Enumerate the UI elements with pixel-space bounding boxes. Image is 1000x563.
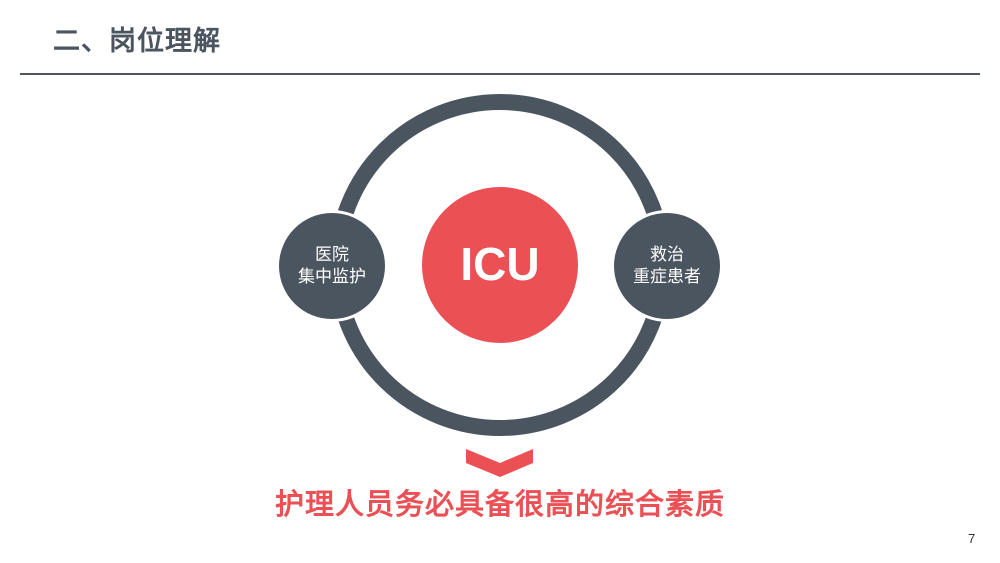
page-number: 7 bbox=[968, 531, 976, 546]
right-node-line1: 救治 bbox=[650, 245, 684, 265]
page-title: 二、岗位理解 bbox=[53, 26, 221, 57]
chevron-down-icon bbox=[466, 449, 533, 477]
left-node-label: 医院 集中监护 bbox=[279, 244, 385, 288]
title-divider bbox=[20, 73, 980, 75]
right-node-line2: 重症患者 bbox=[633, 267, 701, 287]
left-node-line2: 集中监护 bbox=[298, 267, 366, 287]
left-node-line1: 医院 bbox=[315, 245, 349, 265]
right-node-label: 救治 重症患者 bbox=[614, 244, 720, 288]
center-label: ICU bbox=[460, 238, 540, 290]
right-node-fill bbox=[614, 213, 720, 319]
conclusion-text: 护理人员务必具备很高的综合素质 bbox=[274, 487, 725, 521]
left-node-fill bbox=[279, 213, 385, 319]
center-circle bbox=[422, 187, 578, 343]
